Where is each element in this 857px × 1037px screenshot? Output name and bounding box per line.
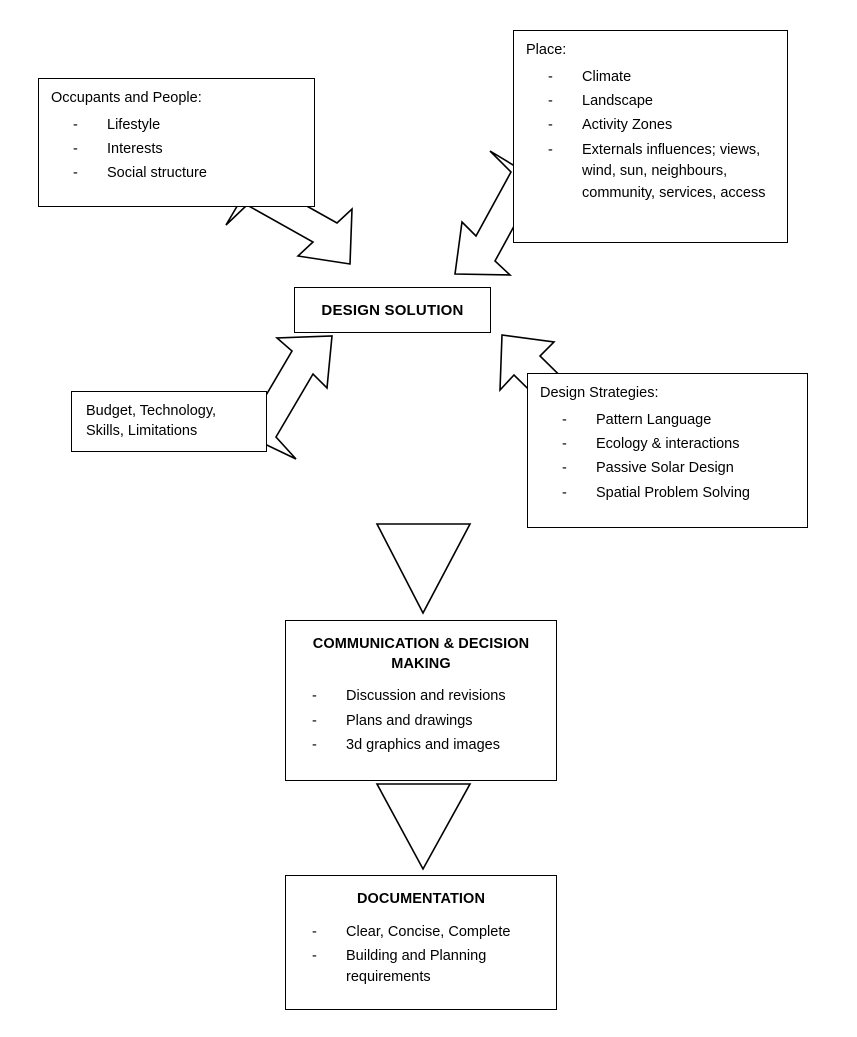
- node-communication-decision-making: COMMUNICATION & DECISION MAKING Discussi…: [285, 620, 557, 781]
- list-item: Climate: [548, 67, 775, 89]
- node-occupants-bullets: Lifestyle Interests Social structure: [51, 115, 302, 186]
- list-item: Clear, Concise, Complete: [312, 922, 544, 944]
- list-item: Ecology & interactions: [562, 434, 795, 456]
- list-item: Landscape: [548, 91, 775, 113]
- list-item: Spatial Problem Solving: [562, 483, 795, 505]
- list-item: 3d graphics and images: [312, 735, 544, 757]
- list-item: Discussion and revisions: [312, 686, 544, 708]
- list-item: Social structure: [73, 163, 302, 185]
- node-occupants-title: Occupants and People:: [51, 90, 202, 106]
- node-place-title: Place:: [526, 42, 567, 58]
- node-place: Place: Climate Landscape Activity Zones …: [513, 30, 788, 243]
- list-item: Plans and drawings: [312, 711, 544, 733]
- node-communication-bullets: Discussion and revisions Plans and drawi…: [298, 686, 544, 757]
- node-documentation-title: DOCUMENTATION: [356, 891, 486, 907]
- node-budget-title: Budget, Technology, Skills, Limitations: [86, 402, 217, 439]
- list-item: Passive Solar Design: [562, 458, 795, 480]
- list-item: Lifestyle: [73, 115, 302, 137]
- node-place-bullets: Climate Landscape Activity Zones Externa…: [526, 67, 775, 205]
- node-strategies-bullets: Pattern Language Ecology & interactions …: [540, 410, 795, 505]
- node-documentation: DOCUMENTATION Clear, Concise, Complete B…: [285, 875, 557, 1010]
- node-design-strategies: Design Strategies: Pattern Language Ecol…: [527, 373, 808, 528]
- list-item: Activity Zones: [548, 115, 775, 137]
- node-budget-technology: Budget, Technology, Skills, Limitations: [71, 391, 267, 452]
- list-item: Externals influences; views, wind, sun, …: [548, 140, 775, 204]
- node-design-solution-title: DESIGN SOLUTION: [321, 301, 464, 319]
- list-item: Pattern Language: [562, 410, 795, 432]
- node-design-solution: DESIGN SOLUTION: [294, 287, 491, 333]
- node-communication-title: COMMUNICATION & DECISION MAKING: [312, 636, 530, 672]
- list-item: Building and Planning requirements: [312, 946, 544, 989]
- arrow-communication-to-documentation: [375, 783, 472, 871]
- node-documentation-bullets: Clear, Concise, Complete Building and Pl…: [298, 922, 544, 989]
- node-occupants-and-people: Occupants and People: Lifestyle Interest…: [38, 78, 315, 207]
- list-item: Interests: [73, 139, 302, 161]
- arrow-design-solution-to-communication: [375, 523, 472, 615]
- node-strategies-title: Design Strategies:: [540, 385, 659, 401]
